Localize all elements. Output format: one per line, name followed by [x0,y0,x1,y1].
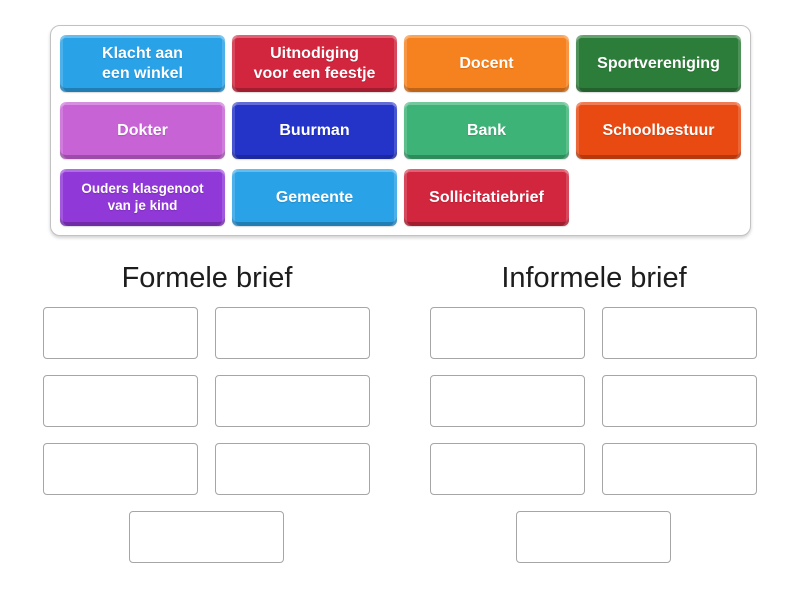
drop-slot[interactable] [43,443,198,495]
drop-slot[interactable] [430,375,585,427]
drop-slot[interactable] [516,511,671,563]
informele-brief-dropzone [430,307,758,563]
drop-slot[interactable] [215,307,370,359]
tile-bank[interactable]: Bank [404,102,569,159]
tile-buurman[interactable]: Buurman [232,102,397,159]
tile-docent[interactable]: Docent [404,35,569,92]
tile-sportvereniging[interactable]: Sportvereniging [576,35,741,92]
drop-slot[interactable] [602,307,757,359]
drop-slot[interactable] [602,375,757,427]
group-title-formele-brief: Formele brief [121,262,293,294]
tile-gemeente[interactable]: Gemeente [232,169,397,226]
tile-sollicitatiebrief[interactable]: Sollicitatiebrief [404,169,569,226]
tile-uitnodiging-voor-een-feestje[interactable]: Uitnodiging voor een feestje [232,35,397,92]
group-title-informele-brief: Informele brief [501,262,687,294]
tile-schoolbestuur[interactable]: Schoolbestuur [576,102,741,159]
drop-slot[interactable] [129,511,284,563]
tile-tray: Klacht aan een winkel Uitnodiging voor e… [50,25,751,236]
drop-slot[interactable] [43,307,198,359]
drop-slot[interactable] [215,443,370,495]
drop-slot[interactable] [430,443,585,495]
tile-dokter[interactable]: Dokter [60,102,225,159]
tile-klacht-aan-een-winkel[interactable]: Klacht aan een winkel [60,35,225,92]
drop-slot[interactable] [43,375,198,427]
drop-slot[interactable] [602,443,757,495]
drop-slot[interactable] [430,307,585,359]
tile-ouders-klasgenoot-van-je-kind[interactable]: Ouders klasgenoot van je kind [60,169,225,226]
formele-brief-dropzone [43,307,371,563]
drop-slot[interactable] [215,375,370,427]
